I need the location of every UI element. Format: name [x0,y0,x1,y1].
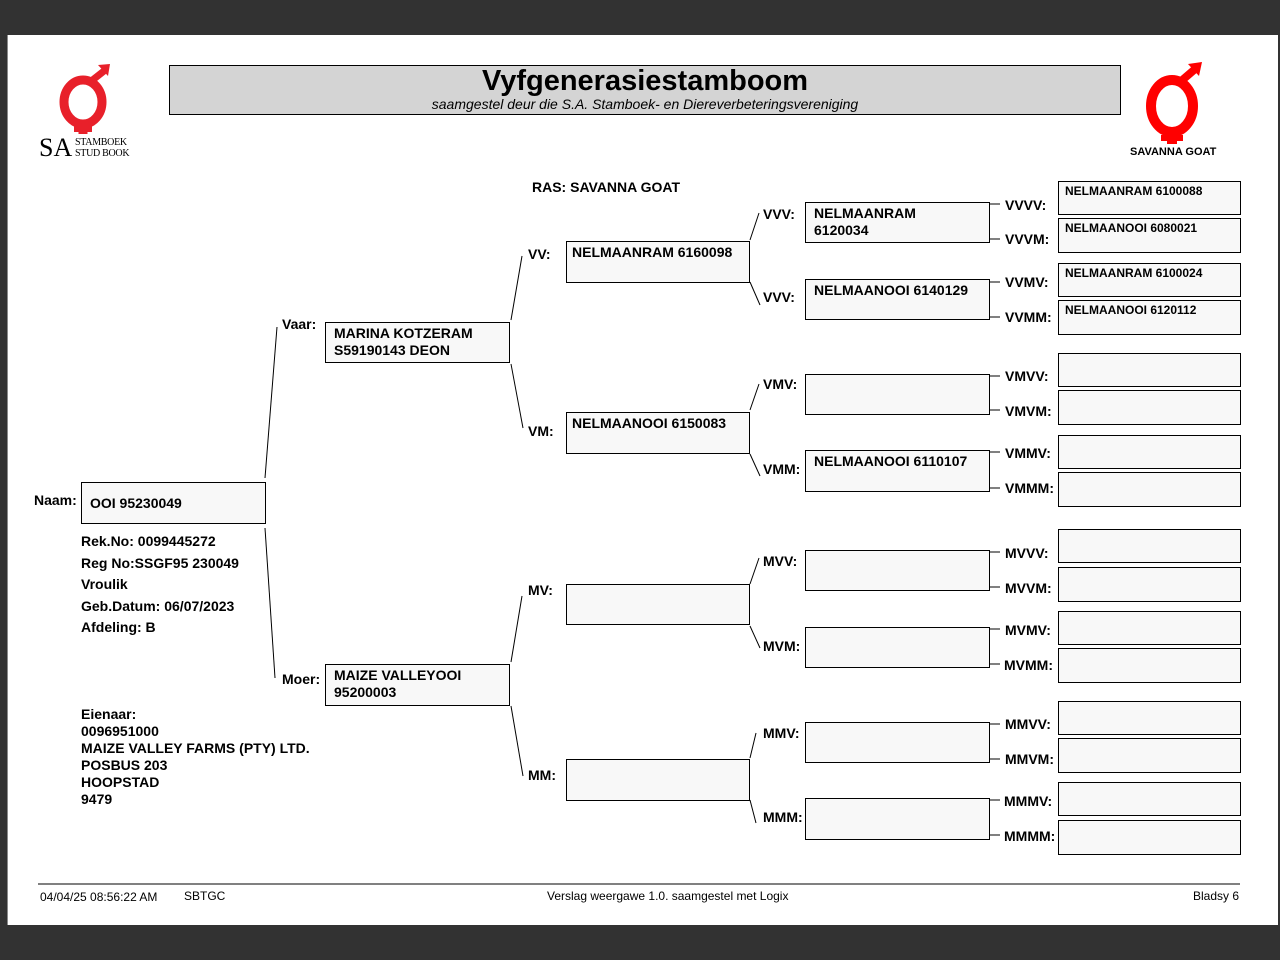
studbook-text: STUD BOOK [75,148,130,159]
mv-field[interactable] [566,584,750,625]
moer-label: Moer: [282,671,321,687]
page-title: Vyfgenerasiestamboom [481,65,809,97]
mmmm-field[interactable] [1058,820,1241,855]
mvv-label: MVV: [763,553,798,569]
vmmv-label: VMMV: [1005,445,1051,461]
savanna-goat-logo: SAVANNA GOAT [1128,62,1223,162]
mmvm-field[interactable] [1058,738,1241,773]
vmvv-label: VMVV: [1005,368,1049,384]
sex: Vroulik [81,576,128,592]
mvvv-field[interactable] [1058,529,1241,563]
mmvv-label: MMVV: [1005,716,1051,732]
female-male-symbol-icon [1146,62,1202,144]
vmm-label: VMM: [763,461,801,477]
vaar-field[interactable]: MARINA KOTZERAM S59190143 DEON [325,322,510,363]
sa-studbook-logo: SA STAMBOEK STUD BOOK [38,62,138,162]
naam-label: Naam: [34,492,77,508]
mmvv-field[interactable] [1058,701,1241,735]
owner-postcode: 9479 [81,791,113,807]
vmvv-field[interactable] [1058,353,1241,387]
vvmv-label: VVMV: [1005,274,1049,290]
vmmv-field[interactable] [1058,435,1241,469]
vm-field[interactable]: NELMAANOOI 6150083 [566,412,750,454]
animal-name-field[interactable]: OOI 95230049 [81,482,266,524]
mvmv-label: MVMV: [1005,622,1051,638]
rek-no: Rek.No: 0099445272 [81,533,216,549]
owner-info: Eienaar: 0096951000 MAIZE VALLEY FARMS (… [81,706,310,808]
mmmv-label: MMMV: [1004,793,1053,809]
animal-info: Rek.No: 0099445272 Reg No:SSGF95 230049 … [81,531,239,639]
mvmm-label: MVMM: [1004,657,1053,673]
moer-field[interactable]: MAIZE VALLEYOOI 95200003 [325,664,510,706]
mvmm-field[interactable] [1058,648,1241,683]
mmmm-label: MMMM: [1004,828,1056,844]
vmvm-label: VMVM: [1005,403,1052,419]
vmvm-field[interactable] [1058,390,1241,425]
owner-number: 0096951000 [81,723,159,739]
mmvm-label: MMVM: [1005,751,1054,767]
savanna-goat-caption: SAVANNA GOAT [1130,146,1217,158]
vaar-label: Vaar: [282,316,317,332]
vvmm-label: VVMM: [1005,309,1052,325]
vmm-field[interactable]: NELMAANOOI 6110107 [805,450,990,492]
vvvv-label: VVVV: [1005,197,1047,213]
owner-label: Eienaar: [81,706,137,722]
section: Afdeling: B [81,619,156,635]
reg-no: Reg No:SSGF95 230049 [81,554,239,571]
vm-label: VM: [528,423,554,439]
owner-name: MAIZE VALLEY FARMS (PTY) LTD. [81,740,310,756]
mmm-field[interactable] [805,798,990,840]
mmmv-field[interactable] [1058,782,1241,816]
footer-code: SBTGC [184,889,226,903]
mvvm-label: MVVM: [1005,580,1052,596]
title-banner: Vyfgenerasiestamboom saamgestel deur die… [169,65,1121,115]
stamboek-text: STAMBOEK [75,137,127,148]
vmmm-field[interactable] [1058,472,1241,507]
vmv-field[interactable] [805,374,990,415]
vvvm-label: VVVM: [1005,231,1050,247]
breed-label: RAS: SAVANNA GOAT [532,179,681,195]
owner-address1: POSBUS 203 [81,757,168,773]
female-male-symbol-icon [59,64,110,134]
vvm-label: VVV: [763,289,795,305]
mmv-field[interactable] [805,722,990,763]
mvmv-field[interactable] [1058,611,1241,645]
vvv-field[interactable]: NELMAANRAM 6120034 [805,202,990,243]
vv-field[interactable]: NELMAANRAM 6160098 [566,241,750,283]
mmv-label: MMV: [763,725,800,741]
owner-address2: HOOPSTAD [81,774,160,790]
vvvm-field[interactable]: NELMAANOOI 6080021 [1058,218,1241,253]
vvmm-field[interactable]: NELMAANOOI 6120112 [1058,300,1241,335]
mvvv-label: MVVV: [1005,545,1049,561]
mvm-field[interactable] [805,627,990,668]
mvv-field[interactable] [805,550,990,591]
vv-label: VV: [528,246,551,262]
vvmv-field[interactable]: NELMAANRAM 6100024 [1058,263,1241,297]
mmm-label: MMM: [763,809,803,825]
footer-timestamp: 04/04/25 08:56:22 AM [40,890,158,904]
vvvv-field[interactable]: NELMAANRAM 6100088 [1058,181,1241,215]
birth-date: Geb.Datum: 06/07/2023 [81,597,235,614]
page-subtitle: saamgestel deur die S.A. Stamboek- en Di… [431,96,859,112]
vmv-label: VMV: [763,376,798,392]
mvm-label: MVM: [763,638,801,654]
footer-version: Verslag weergawe 1.0. saamgestel met Log… [547,889,789,903]
vvm-field[interactable]: NELMAANOOI 6140129 [805,279,990,320]
mm-field[interactable] [566,759,750,801]
mm-label: MM: [528,767,556,783]
footer-page-number: Bladsy 6 [1193,889,1240,903]
mvvm-field[interactable] [1058,567,1241,602]
mv-label: MV: [528,582,553,598]
vvv-label: VVV: [763,206,795,222]
vmmm-label: VMMM: [1005,480,1054,496]
sa-initials: SA [39,133,73,162]
